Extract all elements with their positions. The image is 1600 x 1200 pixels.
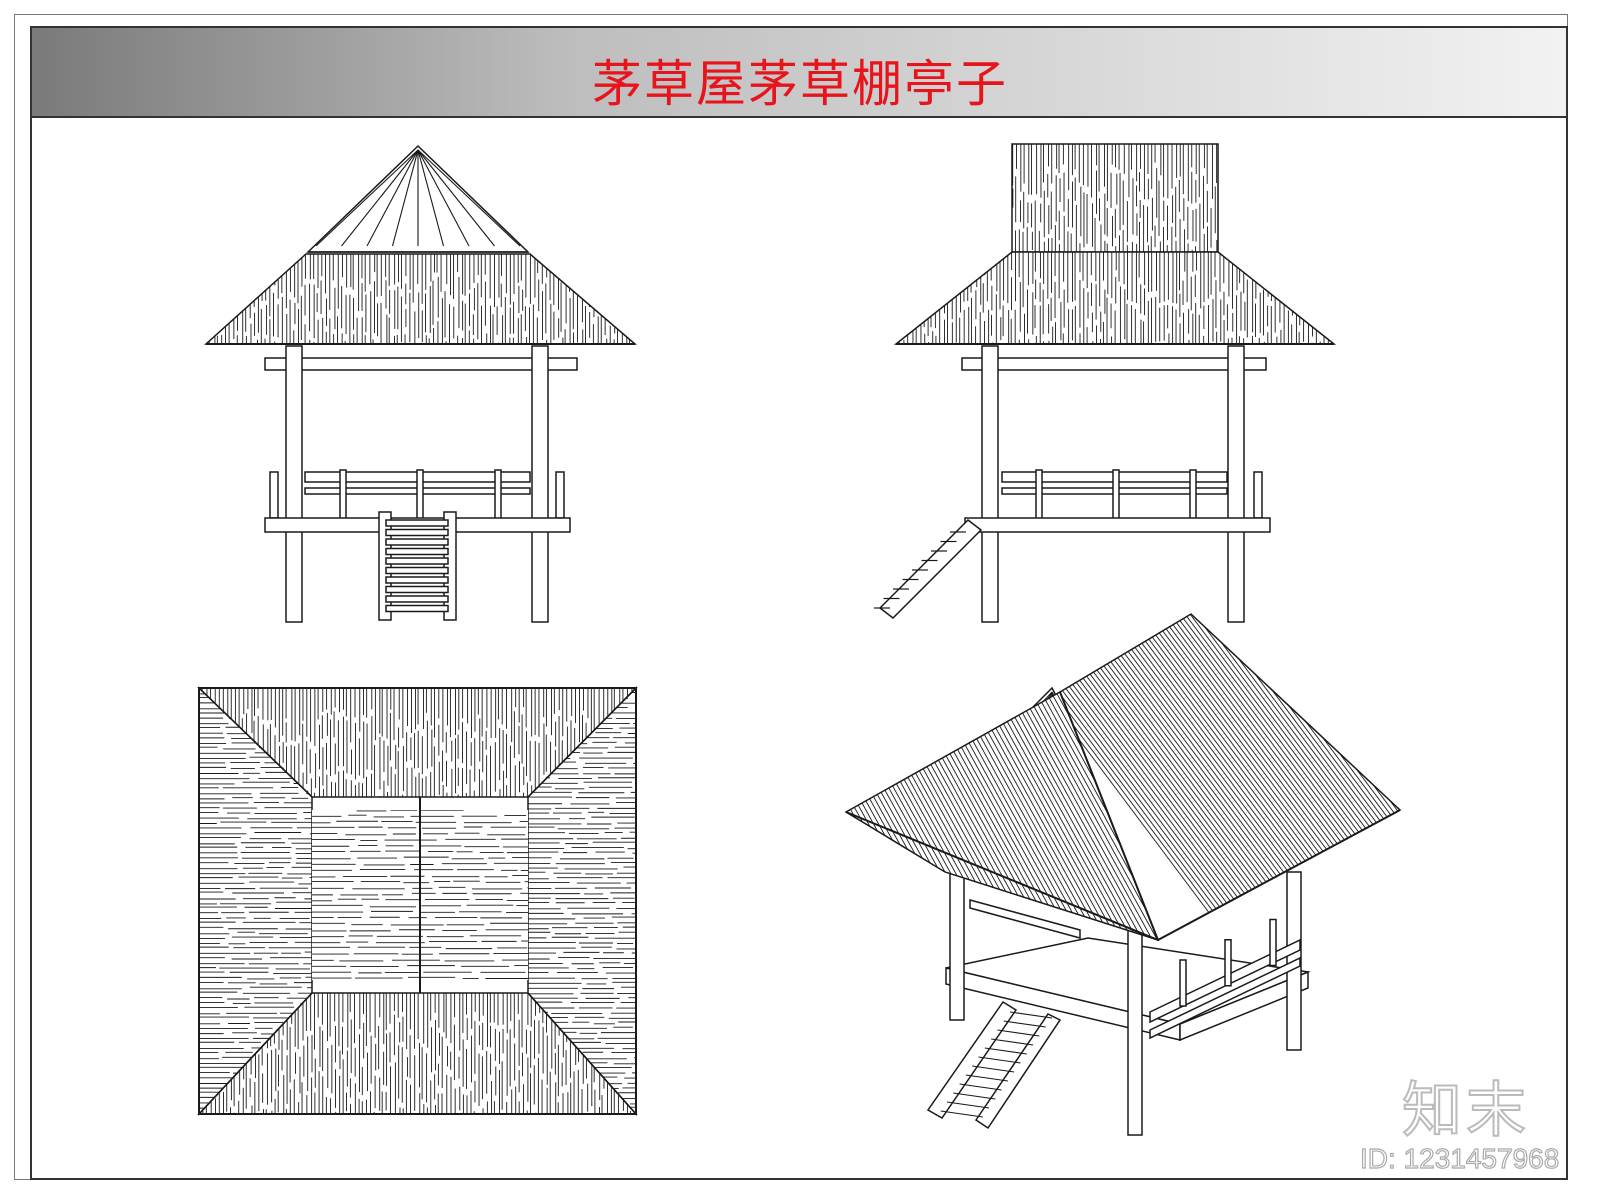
iso-stair-tread [940, 1110, 983, 1118]
gable-truss [366, 149, 419, 247]
iso-rail-post [1224, 939, 1232, 987]
iso-stair-tread [965, 1074, 1008, 1082]
ladder-rung [385, 566, 449, 575]
ladder-rung [385, 585, 449, 594]
isometric-view [844, 613, 1402, 1136]
iso-stair-tread [972, 1065, 1015, 1073]
hip-line [198, 992, 313, 1115]
roof-plan [197, 686, 638, 1116]
brand-logo: 知末 [1401, 1075, 1530, 1147]
hip-line [198, 687, 313, 798]
iso-stair-tread [991, 1038, 1034, 1046]
bench-post [416, 469, 424, 521]
iso-stair-tread [946, 1101, 990, 1109]
plan-outline [198, 687, 637, 1115]
ladder-rung [385, 519, 449, 527]
gable-truss [417, 149, 470, 247]
side-bench [1253, 471, 1263, 519]
bench-post [1035, 469, 1043, 521]
bench-post [1189, 469, 1197, 521]
post-left [981, 345, 999, 623]
gable-truss [417, 149, 495, 247]
iso-eave [1157, 809, 1401, 941]
ladder-rung [385, 576, 449, 584]
iso-eave [845, 811, 1159, 941]
iso-rail-post [1179, 959, 1187, 1007]
top-beam [961, 357, 1267, 371]
gable-truss [391, 149, 419, 247]
iso-post [1127, 929, 1143, 1136]
iso-post [949, 859, 965, 1021]
ladder-rung [385, 604, 449, 613]
iso-deck-side [1179, 970, 1309, 1042]
front-elevation [204, 144, 638, 623]
ladder-rung [385, 557, 449, 565]
iso-stair-tread [1009, 1011, 1053, 1019]
roof-strokes [312, 810, 528, 979]
top-beam [264, 357, 578, 371]
iso-stair-tread [1003, 1020, 1046, 1028]
iso-stair-tread [953, 1092, 996, 1100]
iso-rail [969, 899, 1081, 939]
ladder-rung [385, 538, 449, 546]
side-bench [269, 471, 279, 519]
stair-stringer [878, 519, 983, 619]
deck [964, 517, 1271, 533]
ladder-rail [443, 511, 457, 621]
side-elevation [874, 143, 1337, 623]
post-right [531, 345, 549, 623]
iso-rail [1149, 956, 1301, 1040]
gable-truss [417, 149, 445, 247]
title-bar [32, 28, 1566, 118]
gable-truss [417, 149, 521, 247]
bench-post [339, 469, 347, 521]
hip-line [527, 687, 637, 798]
post-left [285, 345, 303, 623]
iso-hip [1059, 691, 1159, 941]
roof-strokes [1012, 144, 1218, 252]
gable-truss [315, 149, 419, 247]
bench-post [494, 469, 502, 521]
hip-line [527, 992, 637, 1115]
iso-stair-stringer [974, 1013, 1062, 1130]
brand-id: ID: 1231457968 [1359, 1142, 1560, 1174]
ladder-rail [378, 511, 392, 621]
ladder-rung [385, 547, 449, 556]
page-title: 茅草屋茅草棚亭子 [592, 55, 1008, 113]
side-bench [555, 471, 565, 519]
iso-stair-tread [984, 1047, 1027, 1055]
post-right [1227, 345, 1245, 623]
gable-truss [341, 149, 419, 247]
iso-stair-tread [997, 1029, 1040, 1037]
ladder-rung [385, 595, 449, 603]
iso-stair-tread [959, 1083, 1002, 1091]
inner-frame [30, 26, 1568, 1180]
iso-stair-stringer [926, 1000, 1018, 1119]
ladder-rung [385, 528, 449, 537]
bench-post [1112, 469, 1120, 521]
iso-rail-post [1269, 918, 1277, 967]
iso-stair-tread [978, 1056, 1021, 1064]
